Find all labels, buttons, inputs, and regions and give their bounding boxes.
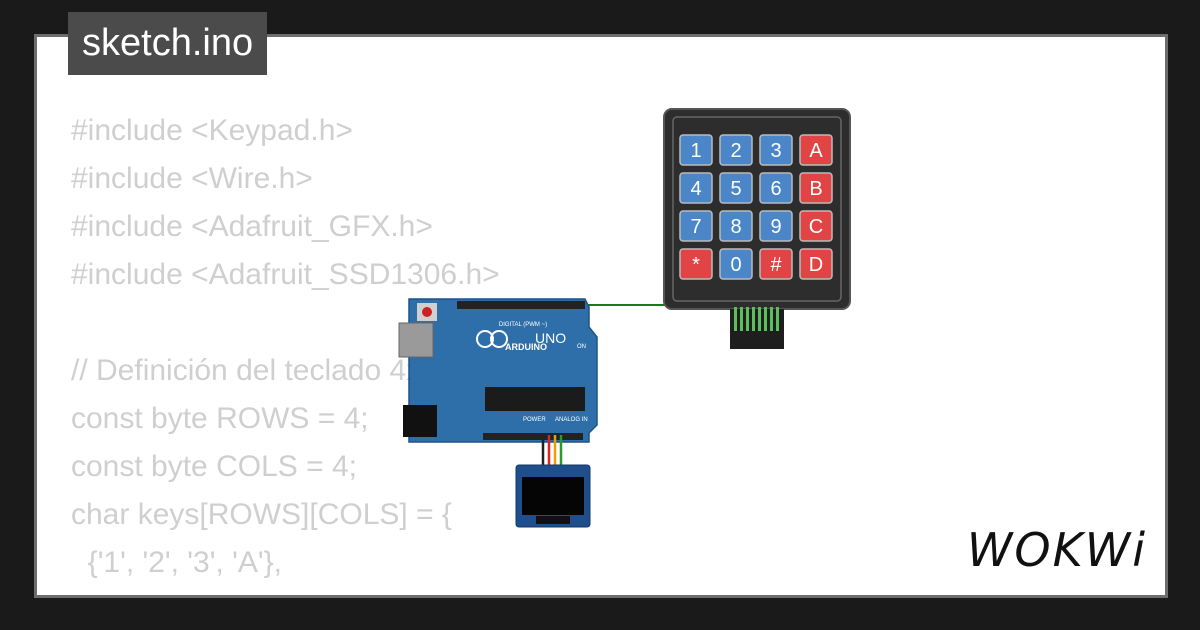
key-cap (759, 210, 793, 242)
code-line: #include <Adafruit_GFX.h> (71, 210, 433, 243)
key-cap (759, 248, 793, 280)
keypad-pin (776, 307, 779, 331)
keypad-pin (764, 307, 767, 331)
key-cap (679, 172, 713, 204)
key-5[interactable]: 5 (719, 172, 753, 204)
key-label: # (770, 254, 782, 276)
keypad-pin (746, 307, 749, 331)
key-#[interactable]: # (759, 248, 793, 280)
power-analog-header (483, 433, 583, 440)
code-line: {'4', '5', '6', 'B'}, (71, 587, 500, 595)
keypad-pin (740, 307, 743, 331)
key-cap (799, 134, 833, 166)
preview-card: #include <Keypad.h> #include <Wire.h> #inc… (34, 34, 1168, 598)
oled-ribbon (536, 516, 570, 524)
file-tab[interactable]: sketch.ino (68, 12, 268, 75)
key-label: A (809, 140, 823, 162)
infinity-logo-right (490, 330, 508, 348)
key-C[interactable]: C (799, 210, 833, 242)
arduino-brand: ARDUINO (505, 342, 547, 352)
code-line: const byte COLS = 4; (71, 450, 357, 483)
key-*[interactable]: * (679, 248, 713, 280)
key-0[interactable]: 0 (719, 248, 753, 280)
keypad-4x4[interactable]: 1 2 3 A 4 5 6 B 7 8 9 C * 0 # D (663, 108, 851, 349)
power-jack (403, 405, 437, 437)
key-label: 1 (690, 140, 701, 162)
key-cap (719, 172, 753, 204)
key-B[interactable]: B (799, 172, 833, 204)
key-4[interactable]: 4 (679, 172, 713, 204)
key-label: 9 (770, 216, 781, 238)
key-6[interactable]: 6 (759, 172, 793, 204)
key-7[interactable]: 7 (679, 210, 713, 242)
key-A[interactable]: A (799, 134, 833, 166)
code-editor: #include <Keypad.h> #include <Wire.h> #inc… (71, 107, 500, 595)
arduino-uno[interactable]: DIGITAL (PWM ~) ARDUINO UNO ON POWER ANA… (398, 298, 598, 443)
code-line: {'1', '2', '3', 'A'}, (71, 546, 282, 579)
key-8[interactable]: 8 (719, 210, 753, 242)
code-line: // Definición del teclado 4x4 (71, 354, 438, 387)
key-label: C (809, 216, 823, 238)
code-line: char keys[ROWS][COLS] = { (71, 498, 452, 531)
keypad-pin (770, 307, 773, 331)
key-cap (799, 172, 833, 204)
key-cap (799, 210, 833, 242)
usb-port (398, 322, 434, 358)
key-D[interactable]: D (799, 248, 833, 280)
key-cap (719, 134, 753, 166)
key-label: 4 (690, 178, 701, 200)
code-line: #include <Keypad.h> (71, 114, 353, 147)
keypad-pin (758, 307, 761, 331)
key-label: 2 (730, 140, 741, 162)
key-cap (679, 210, 713, 242)
key-label: D (809, 254, 823, 276)
code-line: const byte ROWS = 4; (71, 402, 369, 435)
key-1[interactable]: 1 (679, 134, 713, 166)
keypad-pin (752, 307, 755, 331)
code-line: #include <Adafruit_SSD1306.h> (71, 258, 500, 291)
on-label: ON (577, 344, 586, 350)
key-cap (679, 134, 713, 166)
infinity-logo-left (476, 330, 494, 348)
analog-label: ANALOG IN (555, 417, 588, 423)
digital-label: DIGITAL (PWM ~) (499, 322, 547, 328)
power-label: POWER (523, 417, 546, 423)
key-label: * (692, 254, 700, 276)
key-label: 5 (730, 178, 741, 200)
key-label: 0 (730, 254, 741, 276)
key-label: B (809, 178, 822, 200)
oled-screen (522, 477, 584, 515)
key-cap (759, 172, 793, 204)
key-cap (719, 248, 753, 280)
digital-header (457, 301, 585, 309)
key-cap (759, 134, 793, 166)
keypad-frame (672, 116, 842, 302)
key-label: 3 (770, 140, 781, 162)
keypad-connector (730, 309, 784, 349)
reset-button-cap (422, 307, 432, 317)
key-label: 6 (770, 178, 781, 200)
key-9[interactable]: 9 (759, 210, 793, 242)
arduino-model: UNO (535, 330, 566, 346)
key-3[interactable]: 3 (759, 134, 793, 166)
oled-wires (541, 435, 563, 467)
key-cap (679, 248, 713, 280)
code-line: #include <Wire.h> (71, 162, 313, 195)
oled-display[interactable] (515, 464, 591, 528)
wokwi-logo: WOKWi (966, 523, 1147, 577)
key-2[interactable]: 2 (719, 134, 753, 166)
key-cap (799, 248, 833, 280)
atmega-chip (485, 387, 585, 411)
key-label: 7 (690, 216, 701, 238)
key-label: 8 (730, 216, 741, 238)
circuit-diagram: 1 2 3 A 4 5 6 B 7 8 9 C * 0 # D DIGITAL (PWM ~) ARDUINO… (398, 108, 851, 528)
key-cap (719, 210, 753, 242)
keypad-pin (734, 307, 737, 331)
